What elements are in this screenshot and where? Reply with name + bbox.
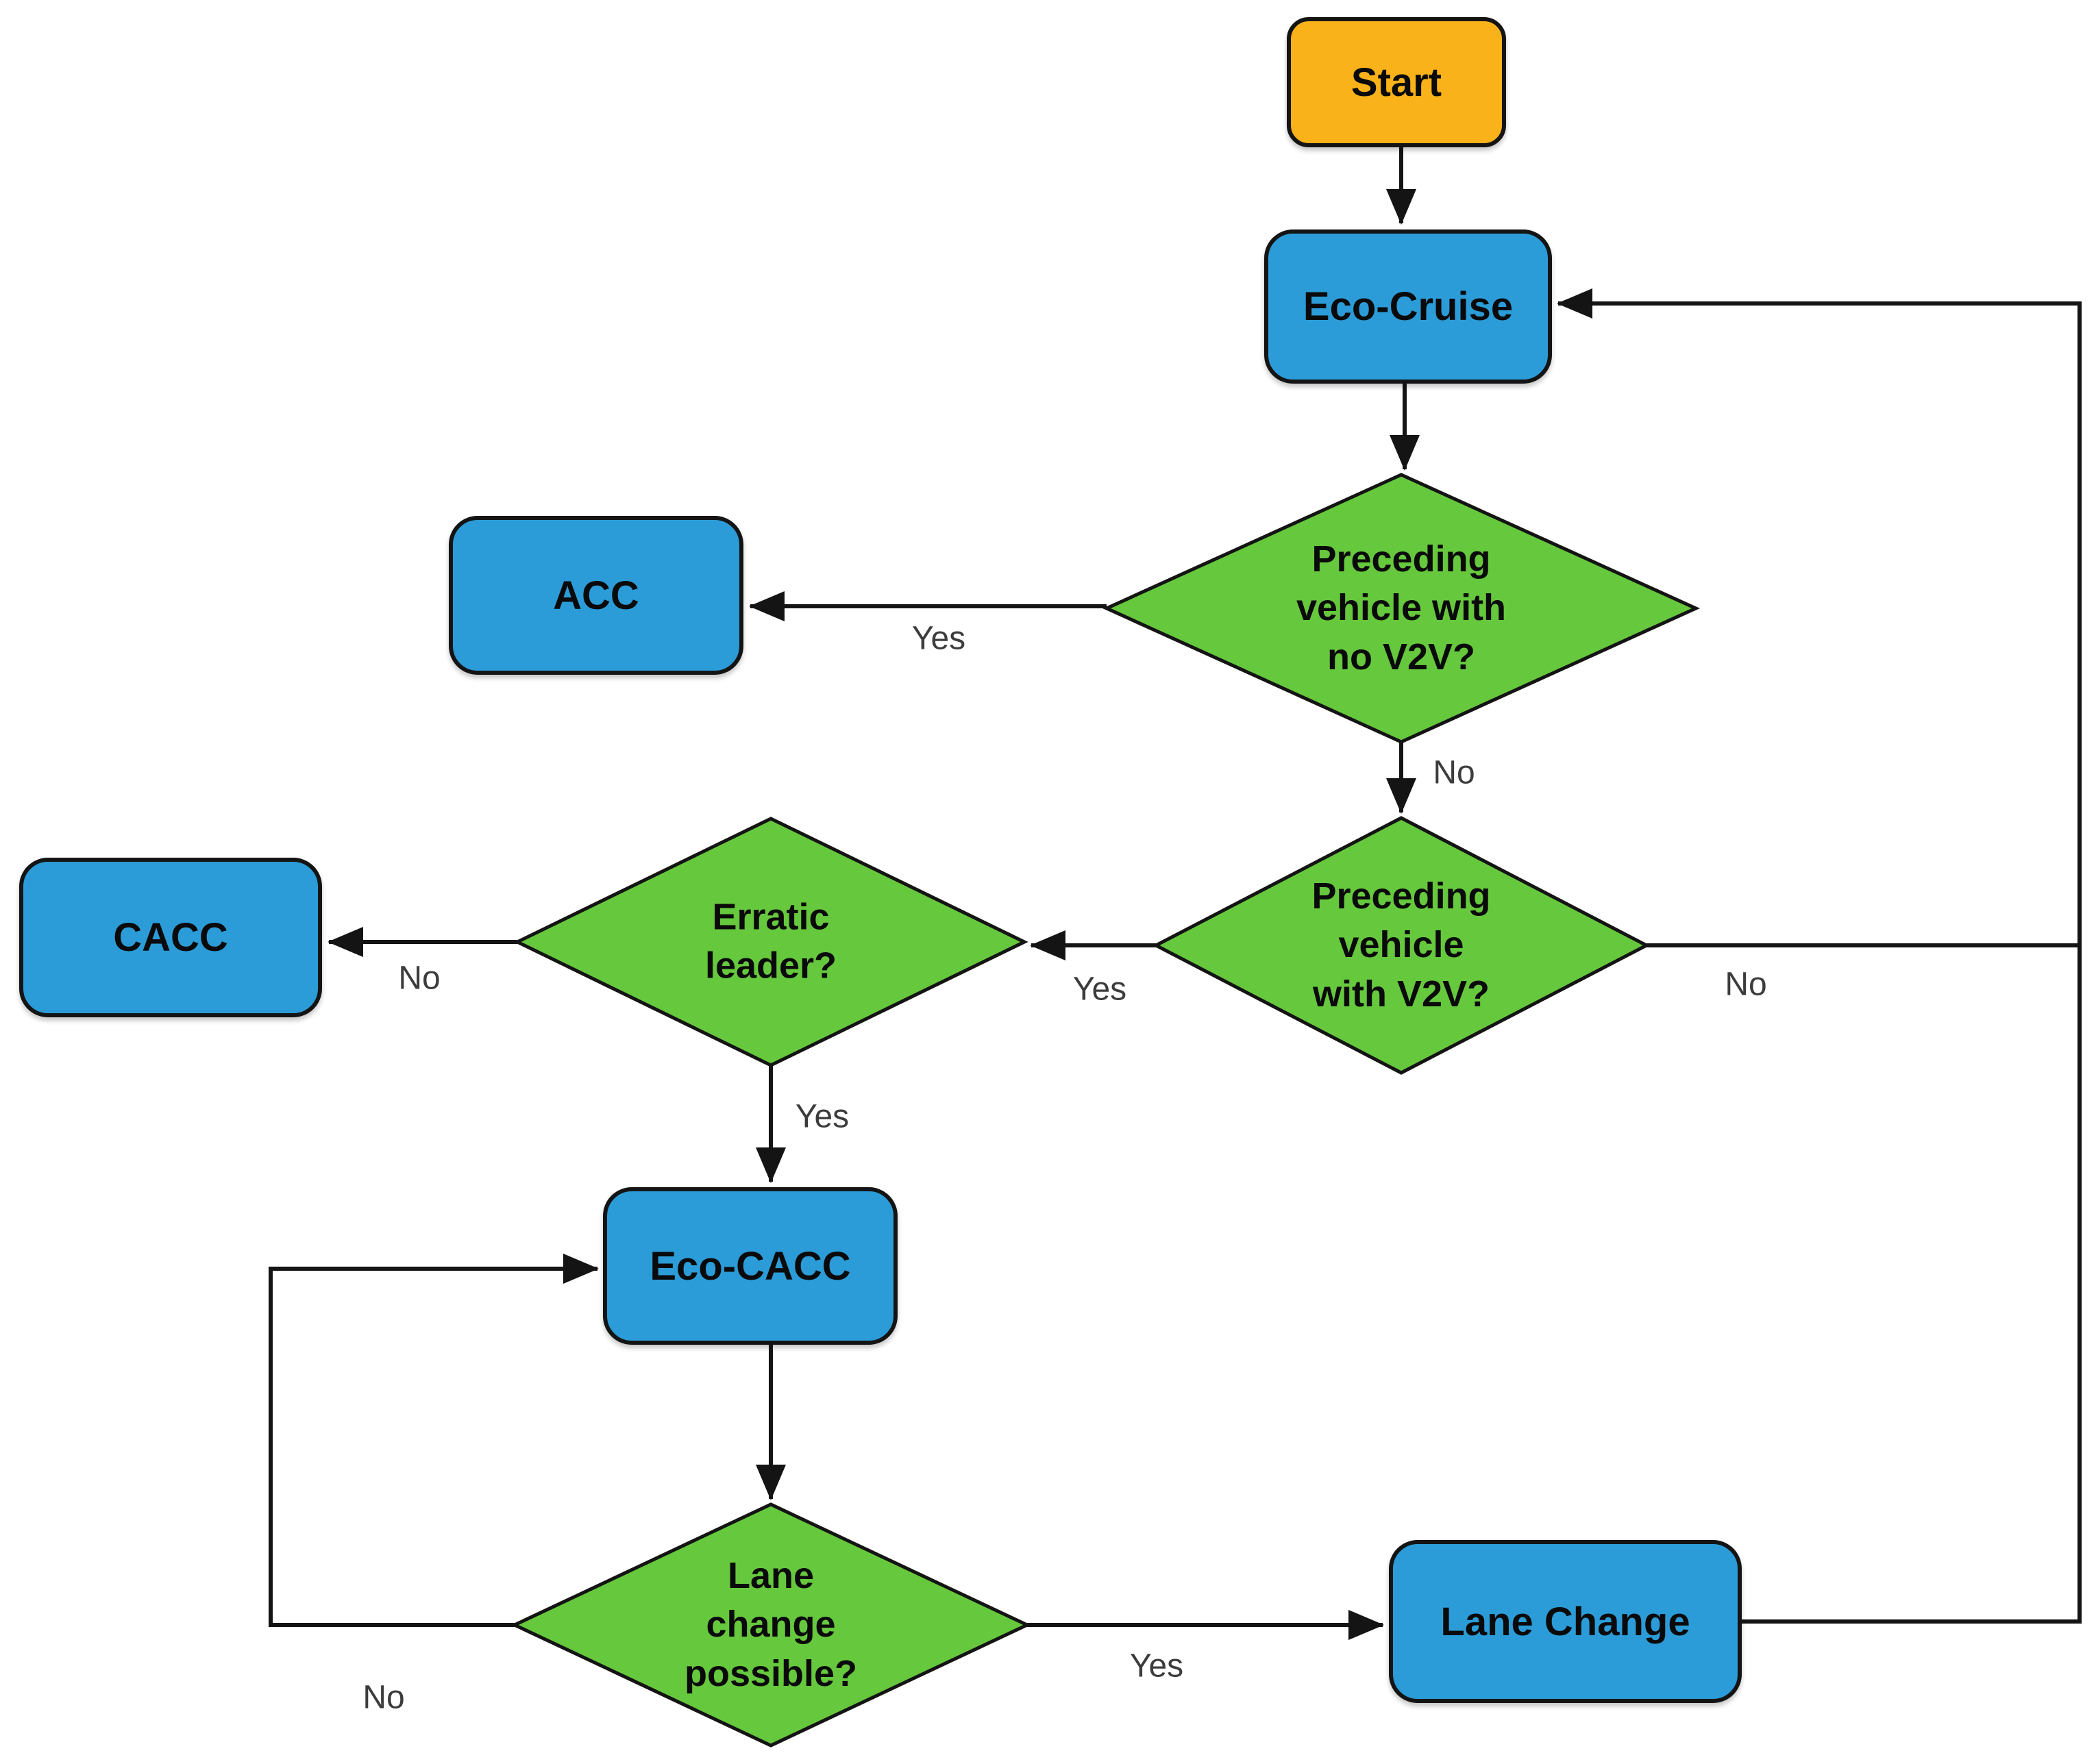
cacc-node-label: CACC bbox=[113, 915, 228, 960]
decision-erratic-leader-diamond bbox=[513, 817, 1028, 1067]
acc-node: ACC bbox=[449, 516, 743, 675]
edge-lane-change-no-loop-to-ecocacc bbox=[269, 1254, 599, 1627]
cacc-node: CACC bbox=[19, 858, 322, 1017]
decision-with-v2v-diamond bbox=[1152, 816, 1651, 1075]
decision-with-v2v-label: Preceding vehicle with V2V? bbox=[1311, 875, 1491, 1015]
edge-label-no-v2v-no: No bbox=[1433, 754, 1475, 791]
decision-lane-change-label: Lane change possible? bbox=[684, 1555, 858, 1694]
edge-label-no-v2v-yes: Yes bbox=[911, 620, 966, 657]
edge-label-erratic-yes: Yes bbox=[795, 1098, 850, 1135]
start-node: Start bbox=[1287, 17, 1506, 147]
eco-cacc-node: Eco-CACC bbox=[603, 1187, 898, 1345]
lane-change-node: Lane Change bbox=[1389, 1540, 1742, 1703]
edge-label-with-v2v-yes: Yes bbox=[1072, 971, 1127, 1008]
decision-no-v2v-label: Preceding vehicle with no V2V? bbox=[1296, 538, 1507, 678]
decision-no-v2v-diamond bbox=[1102, 473, 1701, 744]
decision-lane-change-diamond bbox=[510, 1502, 1031, 1748]
start-node-label: Start bbox=[1351, 60, 1442, 105]
eco-cruise-node: Eco-Cruise bbox=[1264, 229, 1552, 384]
edge-label-erratic-no: No bbox=[398, 960, 441, 997]
edge-label-with-v2v-no: No bbox=[1725, 966, 1767, 1003]
eco-cruise-node-label: Eco-Cruise bbox=[1303, 284, 1514, 329]
lane-change-node-label: Lane Change bbox=[1440, 1599, 1690, 1644]
acc-node-label: ACC bbox=[553, 573, 639, 618]
edge-label-lane-change-no: No bbox=[362, 1679, 405, 1716]
edge-label-lane-change-yes: Yes bbox=[1129, 1648, 1184, 1685]
edge-lane-change-node-loop-to-ecocruise bbox=[1557, 288, 2082, 1624]
eco-cacc-node-label: Eco-CACC bbox=[650, 1243, 851, 1289]
decision-erratic-leader-label: Erratic leader? bbox=[704, 896, 837, 986]
